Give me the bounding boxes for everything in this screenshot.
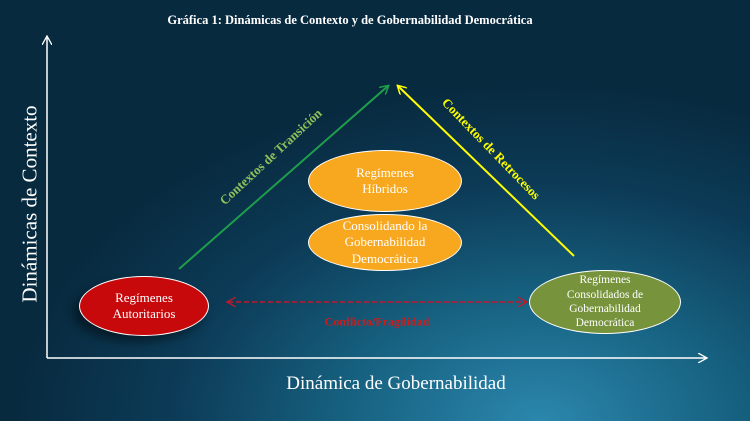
- x-axis-label: Dinámica de Gobernabilidad: [286, 373, 506, 394]
- regimenes-autoritarios-node: Regímenes Autoritarios: [79, 276, 209, 336]
- regimenes-hibridos-node: Regímenes Híbridos: [308, 150, 462, 212]
- conflicto-label: Conflicto/Fragilidad: [324, 314, 430, 329]
- y-axis-label: Dinámicas de Contexto: [17, 105, 42, 303]
- regimenes-consolidados-node: Regímenes Consolidados de Gobernabilidad…: [529, 270, 681, 334]
- retrocesos-arrow: [398, 86, 575, 257]
- consolidando-text: Consolidando la Gobernabilidad Democráti…: [342, 218, 428, 266]
- hibridos-text: Regímenes Híbridos: [356, 164, 414, 196]
- chart-title: Gráfica 1: Dinámicas de Contexto y de Go…: [167, 13, 533, 27]
- transicion-arrow: [178, 86, 388, 270]
- consolidando-node: Consolidando la Gobernabilidad Democráti…: [308, 214, 462, 271]
- autoritarios-text: Regímenes Autoritarios: [112, 289, 176, 321]
- consolidados-text: Regímenes Consolidados de Gobernabilidad…: [566, 274, 644, 330]
